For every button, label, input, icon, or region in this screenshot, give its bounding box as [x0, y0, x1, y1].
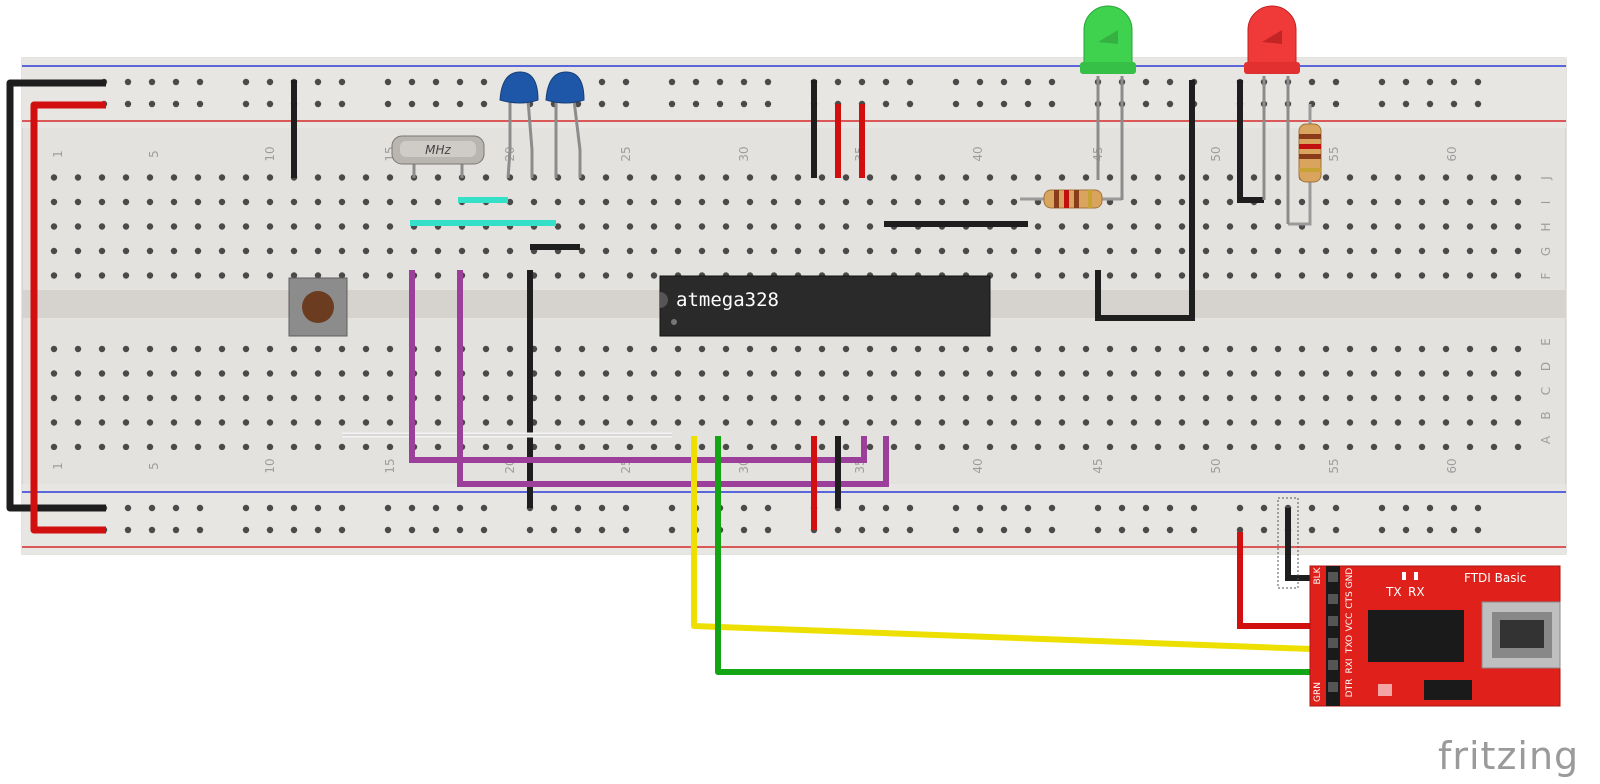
column-number: 45: [1091, 458, 1105, 473]
top-power-rail: [22, 58, 1566, 128]
column-number: 10: [263, 458, 277, 473]
ftdi-board: FTDI Basic TX RX GND CTS VCC TXO RXI DTR GRN BL…: [1309, 565, 1561, 707]
ftdi-pin-label: RXI: [1345, 658, 1355, 673]
ftdi-grn-label: GRN: [1313, 682, 1323, 702]
ftdi-chip: [1368, 610, 1464, 662]
ftdi-blk-label: BLK: [1313, 566, 1323, 584]
wire-black-left-rail: [6, 79, 106, 512]
wire-green-rx: [715, 436, 1338, 675]
pushbutton: [288, 277, 348, 337]
wire-yellow-tx: [691, 436, 1339, 653]
column-number: 60: [1445, 146, 1459, 161]
terminal-holes-bottom: [48, 334, 1536, 450]
terminal-holes-top: [48, 170, 1536, 286]
column-number: 55: [1327, 146, 1341, 161]
column-number: 5: [147, 150, 161, 158]
ftdi-pin-label: GND: [1345, 568, 1355, 589]
ftdi-pin-label: TXO: [1345, 635, 1355, 654]
ftdi-pin-label: VCC: [1345, 613, 1355, 632]
row-letter: E: [1539, 338, 1553, 346]
ftdi-pin-label: DTR: [1345, 679, 1355, 698]
column-number: 5: [147, 462, 161, 470]
column-number: 30: [737, 146, 751, 161]
ftdi-pin-label: CTS: [1345, 591, 1355, 609]
crystal-oscillator: MHz: [391, 135, 485, 178]
row-letter: J: [1539, 176, 1553, 181]
column-number: 10: [263, 146, 277, 161]
wire-red-left-rail: [30, 101, 106, 534]
column-number: 40: [971, 146, 985, 161]
ftdi-title: FTDI Basic: [1464, 571, 1526, 585]
row-letter: G: [1539, 247, 1553, 256]
capacitor-2: [545, 71, 585, 178]
row-letter: I: [1539, 201, 1553, 205]
wire-black-led2: [1237, 80, 1264, 203]
atmega-chip: atmega328: [659, 275, 991, 337]
column-number: 60: [1445, 458, 1459, 473]
resistor-horizontal: [1020, 189, 1122, 209]
ftdi-tx-label: TX: [1385, 585, 1402, 599]
column-number: 15: [383, 458, 397, 473]
column-number: 1: [51, 462, 65, 470]
wire-purple-2: [457, 270, 889, 487]
row-letter: C: [1539, 387, 1553, 395]
column-number: 50: [1209, 146, 1223, 161]
column-number: 55: [1327, 458, 1341, 473]
wire-black-led-gnd: [1095, 80, 1195, 321]
fritzing-logo: fritzing: [1438, 734, 1580, 778]
row-letter: F: [1539, 272, 1553, 279]
wire-purple-1: [409, 270, 867, 463]
row-letter: H: [1539, 222, 1553, 231]
led-red: [1244, 5, 1300, 224]
chip-label: atmega328: [676, 289, 779, 311]
column-number: 50: [1209, 458, 1223, 473]
row-letters: J I H G F E D C B A: [1539, 176, 1553, 444]
bottom-power-rail: [22, 484, 1566, 554]
column-number: 25: [619, 146, 633, 161]
row-letter: A: [1539, 435, 1553, 444]
row-letter: D: [1539, 362, 1553, 371]
ftdi-rx-label: RX: [1408, 585, 1425, 599]
row-letter: B: [1539, 411, 1553, 419]
wire-red-ftdi-vcc: [1237, 532, 1338, 629]
crystal-label: MHz: [425, 143, 451, 157]
column-number: 1: [51, 150, 65, 158]
led-green: [1080, 5, 1136, 200]
capacitor-1: [499, 71, 539, 179]
column-number: 40: [971, 458, 985, 473]
resistor-vertical: [1288, 104, 1322, 226]
